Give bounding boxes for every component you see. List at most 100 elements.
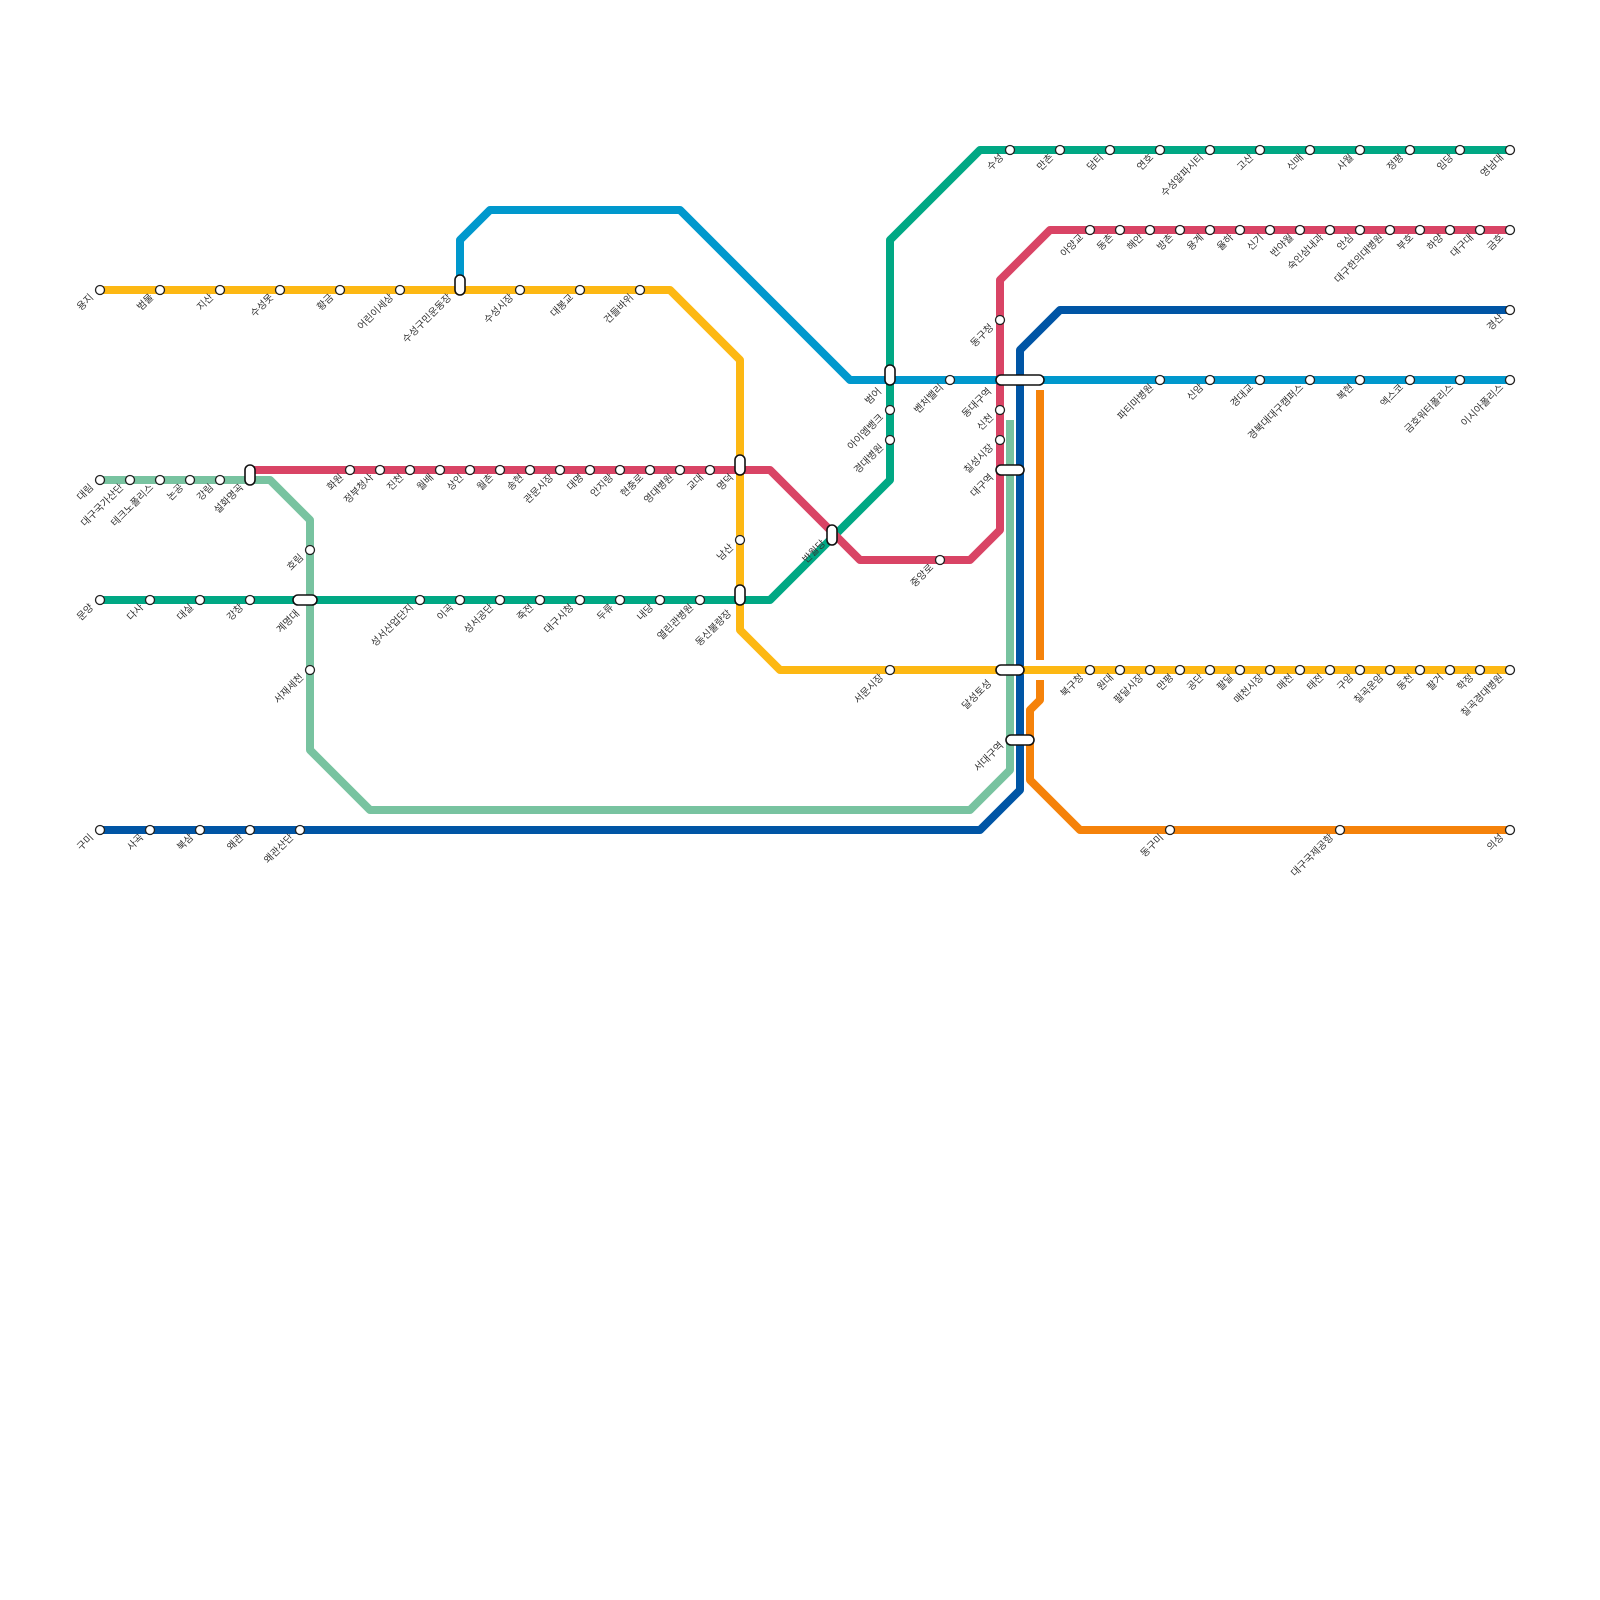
station-marker[interactable] <box>1294 224 1306 236</box>
station-marker[interactable] <box>514 284 526 296</box>
station-marker[interactable] <box>194 594 206 606</box>
station-marker[interactable] <box>614 464 626 476</box>
station-marker[interactable] <box>994 314 1006 326</box>
station-marker[interactable] <box>584 464 596 476</box>
station-marker[interactable] <box>1084 224 1096 236</box>
station-marker[interactable] <box>214 284 226 296</box>
station-marker[interactable] <box>884 434 896 446</box>
station-marker[interactable] <box>1234 664 1246 676</box>
transfer-station-marker[interactable] <box>734 454 746 476</box>
station-marker[interactable] <box>1504 824 1516 836</box>
station-marker[interactable] <box>1444 664 1456 676</box>
station-marker[interactable] <box>1404 374 1416 386</box>
transfer-station-marker[interactable] <box>734 584 746 606</box>
station-marker[interactable] <box>704 464 716 476</box>
station-marker[interactable] <box>574 284 586 296</box>
station-marker[interactable] <box>124 474 136 486</box>
station-marker[interactable] <box>304 664 316 676</box>
station-marker[interactable] <box>1174 664 1186 676</box>
station-marker[interactable] <box>294 824 306 836</box>
transfer-station-marker[interactable] <box>1005 734 1035 746</box>
station-marker[interactable] <box>1504 304 1516 316</box>
station-marker[interactable] <box>1504 224 1516 236</box>
station-marker[interactable] <box>94 594 106 606</box>
station-marker[interactable] <box>1084 664 1096 676</box>
station-marker[interactable] <box>494 594 506 606</box>
station-marker[interactable] <box>1114 664 1126 676</box>
transfer-station-marker[interactable] <box>244 464 256 486</box>
station-marker[interactable] <box>534 594 546 606</box>
station-marker[interactable] <box>1144 224 1156 236</box>
station-marker[interactable] <box>614 594 626 606</box>
station-marker[interactable] <box>144 824 156 836</box>
station-marker[interactable] <box>1204 374 1216 386</box>
station-marker[interactable] <box>1054 144 1066 156</box>
station-marker[interactable] <box>944 374 956 386</box>
station-marker[interactable] <box>144 594 156 606</box>
station-marker[interactable] <box>1294 664 1306 676</box>
station-marker[interactable] <box>454 594 466 606</box>
station-marker[interactable] <box>1474 224 1486 236</box>
station-marker[interactable] <box>574 594 586 606</box>
station-marker[interactable] <box>1304 374 1316 386</box>
transfer-station-marker[interactable] <box>995 374 1045 386</box>
station-marker[interactable] <box>1254 144 1266 156</box>
station-marker[interactable] <box>734 534 746 546</box>
station-marker[interactable] <box>994 404 1006 416</box>
station-marker[interactable] <box>634 284 646 296</box>
station-marker[interactable] <box>1264 664 1276 676</box>
station-marker[interactable] <box>654 594 666 606</box>
station-marker[interactable] <box>1154 144 1166 156</box>
station-marker[interactable] <box>1204 144 1216 156</box>
transfer-station-marker[interactable] <box>292 594 318 606</box>
station-marker[interactable] <box>1204 224 1216 236</box>
station-marker[interactable] <box>1264 224 1276 236</box>
transfer-station-marker[interactable] <box>884 364 896 386</box>
station-marker[interactable] <box>884 404 896 416</box>
station-marker[interactable] <box>1234 224 1246 236</box>
station-marker[interactable] <box>1334 824 1346 836</box>
station-marker[interactable] <box>1504 664 1516 676</box>
station-marker[interactable] <box>1144 664 1156 676</box>
station-marker[interactable] <box>414 594 426 606</box>
station-marker[interactable] <box>1324 224 1336 236</box>
station-marker[interactable] <box>334 284 346 296</box>
station-marker[interactable] <box>1324 664 1336 676</box>
station-marker[interactable] <box>274 284 286 296</box>
station-marker[interactable] <box>1354 144 1366 156</box>
station-marker[interactable] <box>1114 224 1126 236</box>
station-marker[interactable] <box>1504 144 1516 156</box>
station-marker[interactable] <box>554 464 566 476</box>
station-marker[interactable] <box>1454 144 1466 156</box>
station-marker[interactable] <box>1304 144 1316 156</box>
station-marker[interactable] <box>1254 374 1266 386</box>
transfer-station-marker[interactable] <box>826 524 838 546</box>
station-marker[interactable] <box>1354 374 1366 386</box>
station-marker[interactable] <box>1104 144 1116 156</box>
station-marker[interactable] <box>524 464 536 476</box>
station-marker[interactable] <box>1384 224 1396 236</box>
station-marker[interactable] <box>1204 664 1216 676</box>
station-marker[interactable] <box>1444 224 1456 236</box>
station-marker[interactable] <box>214 474 226 486</box>
station-marker[interactable] <box>1164 824 1176 836</box>
station-marker[interactable] <box>1504 374 1516 386</box>
station-marker[interactable] <box>94 474 106 486</box>
station-marker[interactable] <box>404 464 416 476</box>
station-marker[interactable] <box>154 284 166 296</box>
station-marker[interactable] <box>94 284 106 296</box>
station-marker[interactable] <box>184 474 196 486</box>
station-marker[interactable] <box>1454 374 1466 386</box>
station-marker[interactable] <box>674 464 686 476</box>
station-marker[interactable] <box>394 284 406 296</box>
station-marker[interactable] <box>1154 374 1166 386</box>
station-marker[interactable] <box>194 824 206 836</box>
station-marker[interactable] <box>1004 144 1016 156</box>
transfer-station-marker[interactable] <box>995 464 1025 476</box>
station-marker[interactable] <box>244 824 256 836</box>
station-marker[interactable] <box>1404 144 1416 156</box>
station-marker[interactable] <box>644 464 656 476</box>
station-marker[interactable] <box>434 464 446 476</box>
station-marker[interactable] <box>1174 224 1186 236</box>
station-marker[interactable] <box>304 544 316 556</box>
